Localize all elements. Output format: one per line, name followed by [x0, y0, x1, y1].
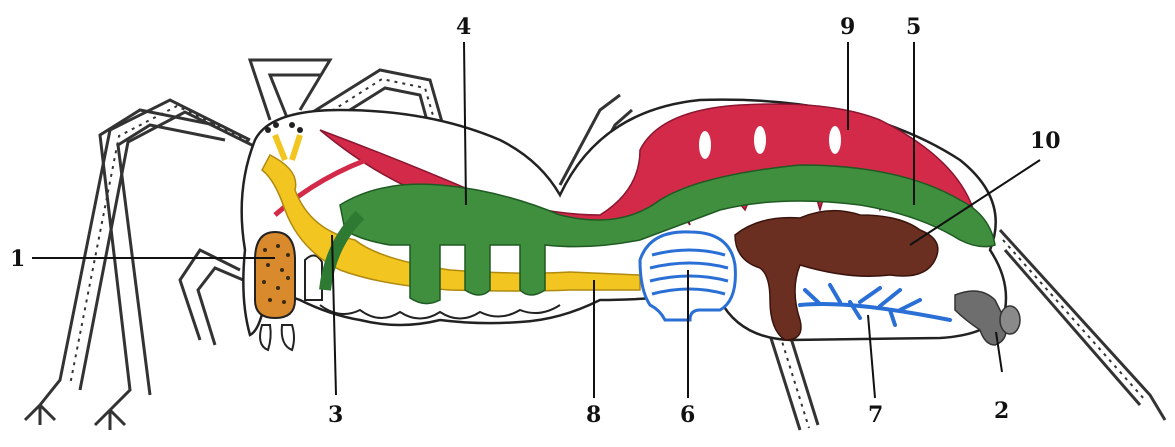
label-2: 2: [994, 398, 1009, 424]
label-5: 5: [906, 14, 921, 40]
foot-2: [95, 410, 125, 430]
fang-left: [260, 325, 271, 350]
label-4: 4: [456, 14, 471, 40]
leg-back-3: [1000, 230, 1165, 420]
fang-right: [282, 325, 294, 350]
leg-front-4: [100, 110, 215, 410]
leg-front-4-inner: [118, 125, 225, 395]
label-6: 6: [680, 402, 695, 428]
chelicera-base: [305, 255, 322, 300]
spinneret-tip: [1000, 306, 1020, 334]
leg-back-3-inner: [1005, 250, 1140, 405]
poison-gland: [255, 232, 295, 318]
label-3: 3: [328, 402, 343, 428]
heart-ostium-2: [754, 126, 766, 154]
heart-ostium-1: [699, 131, 711, 159]
leg-back-3-hatch: [1003, 240, 1145, 400]
eye-4: [297, 127, 303, 133]
label-10: 10: [1030, 128, 1061, 154]
leg-front-1-hatch: [70, 106, 256, 385]
foot-1: [25, 405, 55, 425]
label-9: 9: [840, 14, 855, 40]
eye-2: [273, 122, 279, 128]
heart-ostium-3: [829, 126, 841, 154]
leg-front-1-inner: [80, 112, 262, 390]
label-8: 8: [586, 402, 601, 428]
label-1: 1: [10, 246, 25, 272]
eye-3: [289, 122, 295, 128]
eye-1: [265, 127, 271, 133]
label-7: 7: [868, 402, 883, 428]
